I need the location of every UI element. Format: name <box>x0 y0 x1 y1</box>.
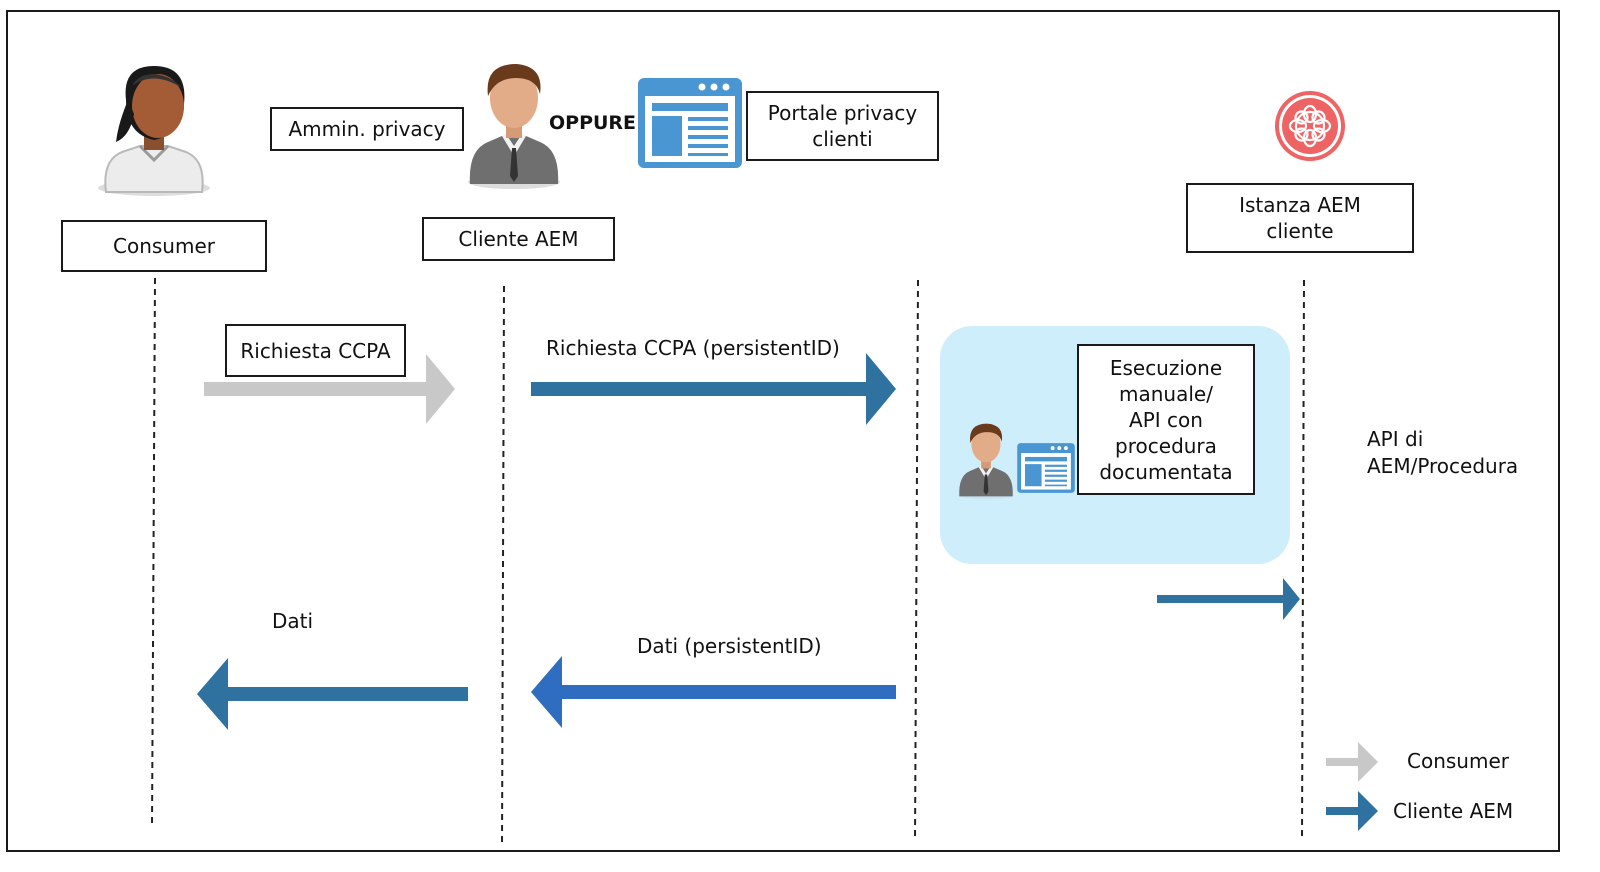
ccpa-request-box: Richiesta CCPA <box>225 324 406 377</box>
customer-box: Cliente AEM <box>422 217 615 261</box>
browser-window-small-icon <box>1017 443 1075 493</box>
legend-customer-label: Cliente AEM <box>1393 799 1514 823</box>
aem-instance-box: Istanza AEM cliente <box>1186 183 1414 253</box>
arrow-ccpa-request <box>204 354 455 424</box>
arrow-data <box>197 658 468 730</box>
lifeline-aem <box>1301 279 1305 841</box>
arrow-to-aem <box>1157 578 1300 620</box>
manual-execution-box: Esecuzione manuale/ API con procedura do… <box>1077 344 1255 495</box>
browser-window-icon <box>638 78 742 168</box>
privacy-portal-box: Portale privacy clienti <box>746 91 939 161</box>
data-id-label: Dati (persistentID) <box>637 634 822 658</box>
privacy-admin-box: Ammin. privacy <box>270 107 464 151</box>
ccpa-request-id-label: Richiesta CCPA (persistentID) <box>546 336 840 360</box>
person-male-icon <box>468 64 560 189</box>
lifeline-portal <box>914 279 919 841</box>
arrow-data-id <box>531 656 896 728</box>
legend-arrow-consumer <box>1326 742 1378 782</box>
consumer-box: Consumer <box>61 220 267 272</box>
person-female-icon <box>98 66 210 196</box>
arrow-ccpa-request-id <box>531 353 896 425</box>
legend-consumer-label: Consumer <box>1407 749 1509 773</box>
person-male-small-icon <box>958 423 1014 500</box>
data-label: Dati <box>272 609 314 633</box>
lifeline-consumer <box>151 277 156 829</box>
aem-api-label: API di AEM/Procedura <box>1367 427 1519 478</box>
or-label: OPPURE <box>549 112 637 134</box>
legend-arrow-customer <box>1326 791 1378 831</box>
adobe-experience-cloud-icon <box>1275 91 1345 161</box>
lifeline-customer <box>501 285 505 847</box>
diagram-frame <box>6 10 1560 852</box>
